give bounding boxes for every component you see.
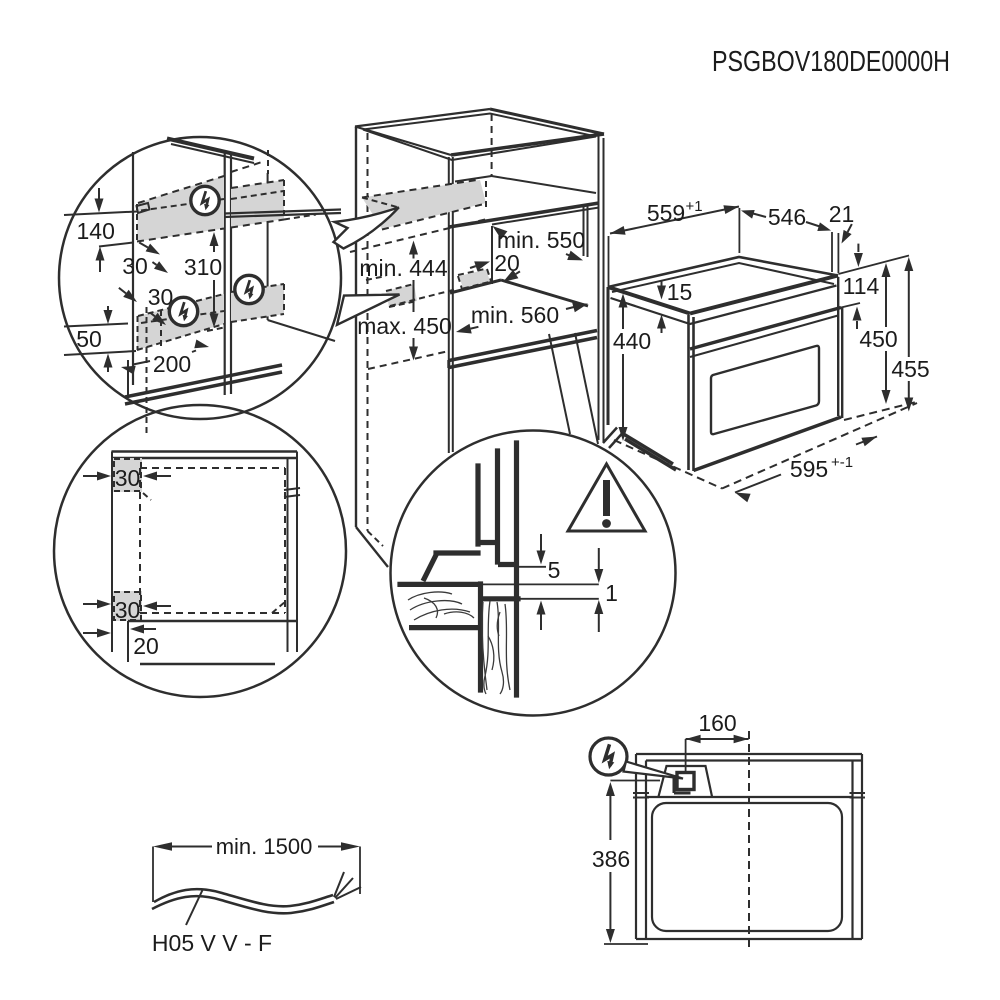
svg-text:386: 386 (592, 846, 630, 872)
svg-text:455: 455 (891, 356, 929, 382)
svg-text:440: 440 (613, 328, 651, 354)
svg-text:310: 310 (184, 254, 222, 280)
svg-text:H05 V V - F: H05 V V - F (152, 930, 272, 956)
svg-text:546: 546 (768, 204, 806, 230)
svg-text:30: 30 (115, 597, 141, 623)
svg-text:30: 30 (115, 465, 141, 491)
svg-text:+1: +1 (685, 198, 702, 215)
svg-text:+-1: +-1 (831, 454, 853, 471)
svg-text:20: 20 (133, 633, 159, 659)
svg-text:140: 140 (77, 218, 115, 244)
svg-text:5: 5 (548, 557, 561, 583)
svg-text:15: 15 (667, 279, 693, 305)
svg-text:559: 559 (647, 200, 685, 226)
svg-text:min. 550: min. 550 (497, 227, 585, 253)
svg-text:20: 20 (494, 250, 520, 276)
svg-text:min. 560: min. 560 (471, 302, 559, 328)
svg-text:30: 30 (122, 253, 148, 279)
svg-text:1: 1 (605, 580, 618, 606)
svg-text:min. 1500: min. 1500 (216, 834, 313, 859)
svg-text:21: 21 (829, 201, 855, 227)
svg-text:200: 200 (153, 351, 191, 377)
svg-text:PSGBOV180DE0000H: PSGBOV180DE0000H (712, 46, 950, 78)
svg-text:450: 450 (859, 326, 897, 352)
svg-text:114: 114 (843, 273, 880, 299)
svg-text:max. 450: max. 450 (357, 313, 452, 339)
svg-text:min. 444: min. 444 (359, 255, 447, 281)
svg-text:160: 160 (698, 710, 736, 736)
svg-text:50: 50 (76, 326, 102, 352)
svg-text:595: 595 (790, 456, 828, 482)
